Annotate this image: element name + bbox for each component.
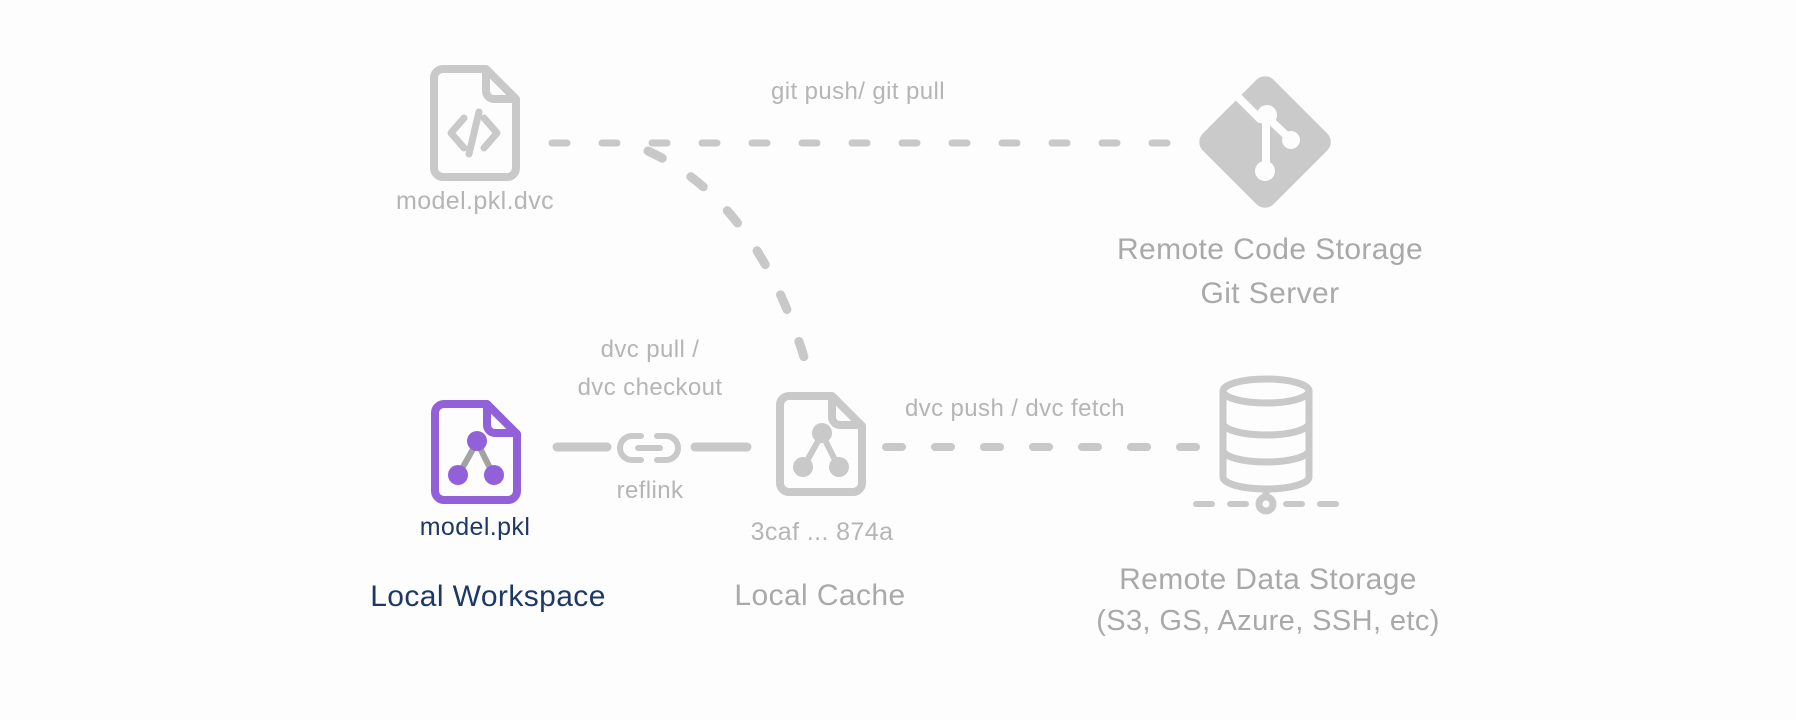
cache-hash-label: 3caf ... 874a (750, 518, 894, 546)
cache-title: Local Cache (734, 579, 906, 612)
reflink-label: reflink (616, 477, 684, 504)
dvc-file-label: model.pkl.dvc (395, 187, 555, 215)
git-edge-label: git push/ git pull (771, 78, 945, 105)
model-file-icon (431, 400, 521, 504)
git-diamond-icon (1199, 76, 1331, 208)
code-file-icon (430, 65, 520, 181)
chain-link-icon (617, 433, 681, 463)
data-storage-title-line2: (S3, GS, Azure, SSH, etc) (1096, 605, 1440, 637)
dvc-pull-label-line1: dvc pull / (600, 336, 700, 363)
database-icon (1193, 375, 1339, 515)
workspace-file-label: model.pkl (419, 513, 531, 541)
git-server-title-line1: Remote Code Storage (1116, 233, 1424, 266)
dvc-pull-label-line2: dvc checkout (577, 374, 723, 401)
dvc-push-edge-label: dvc push / dvc fetch (904, 395, 1126, 422)
workspace-title: Local Workspace (370, 580, 606, 613)
git-server-title-line2: Git Server (1200, 277, 1340, 310)
data-storage-title-line1: Remote Data Storage (1119, 563, 1417, 596)
cache-file-icon (776, 392, 866, 496)
